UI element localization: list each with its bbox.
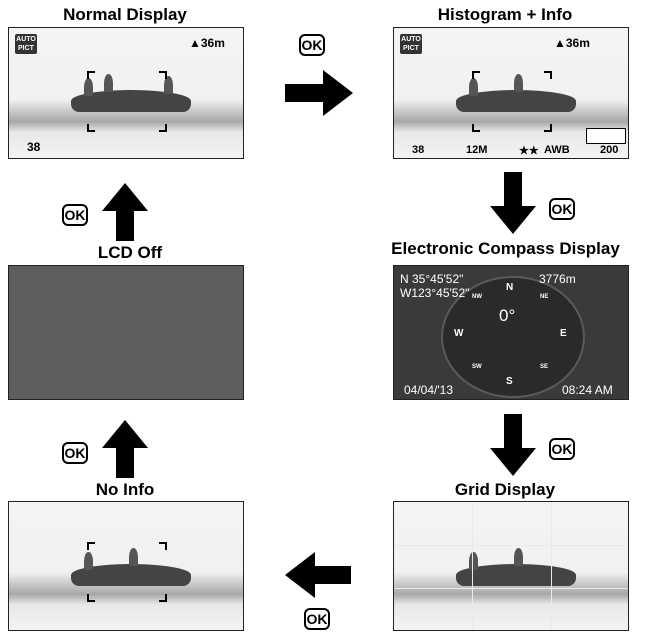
compass-w: W	[454, 328, 464, 339]
focus-corner	[544, 71, 552, 79]
palm-icon	[84, 552, 93, 570]
arrow-up	[102, 420, 148, 478]
palm-icon	[514, 548, 523, 566]
shots-remaining: 38	[412, 144, 425, 156]
panel-no-info	[8, 501, 244, 631]
ok-button[interactable]: OK	[62, 442, 88, 464]
focus-corner	[159, 542, 167, 550]
shots-remaining: 38	[27, 140, 41, 154]
focus-corner	[159, 594, 167, 602]
focus-corner	[472, 124, 480, 132]
compass-s: S	[506, 376, 513, 387]
altitude-readout: ▲36m	[189, 36, 225, 50]
arrow-up	[102, 183, 148, 241]
island-image	[456, 564, 576, 586]
focus-corner	[87, 124, 95, 132]
island-image	[71, 564, 191, 586]
ok-button[interactable]: OK	[299, 34, 325, 56]
arrow-right	[285, 70, 353, 116]
focus-corner	[87, 542, 95, 550]
ok-button[interactable]: OK	[549, 438, 575, 460]
quality-stars: ★★	[519, 145, 539, 157]
island-image	[456, 90, 576, 112]
compass-nw: NW	[472, 294, 482, 300]
title-no-info: No Info	[95, 480, 155, 499]
altitude-readout: ▲36m	[554, 36, 590, 50]
island-image	[71, 90, 191, 112]
ok-button[interactable]: OK	[62, 204, 88, 226]
focus-corner	[472, 71, 480, 79]
palm-icon	[164, 76, 173, 94]
arrow-down	[490, 172, 536, 234]
grid-line	[394, 588, 628, 589]
resolution-label: 12M	[466, 144, 488, 156]
focus-corner	[159, 71, 167, 79]
ok-button[interactable]: OK	[549, 198, 575, 220]
compass-ne: NE	[540, 294, 549, 300]
panel-grid-display	[393, 501, 629, 631]
white-balance-label: AWB	[544, 144, 570, 156]
compass-e: E	[560, 328, 567, 339]
arrow-left	[285, 552, 351, 598]
palm-icon	[104, 74, 113, 92]
bearing-readout: 0°	[499, 306, 516, 325]
compass-se: SE	[540, 364, 549, 370]
latitude-readout: N 35°45'52"	[400, 272, 464, 286]
compass-n: N	[506, 282, 514, 293]
focus-corner	[159, 124, 167, 132]
focus-corner	[87, 594, 95, 602]
title-grid-display: Grid Display	[454, 480, 556, 499]
longitude-readout: W123°45'52"	[400, 286, 470, 300]
palm-icon	[129, 548, 138, 566]
compass-dial	[441, 276, 585, 398]
title-compass-display: Electronic Compass Display	[391, 239, 620, 258]
title-normal-display: Normal Display	[63, 5, 187, 24]
arrow-down	[490, 414, 536, 476]
compass-sw: SW	[472, 364, 482, 370]
panel-lcd-off	[8, 265, 244, 400]
grid-line	[394, 545, 628, 546]
panel-compass-display: N 35°45'52" W123°45'52" 3776m 0° N S W E…	[393, 265, 629, 400]
focus-corner	[544, 124, 552, 132]
iso-value: 200	[600, 144, 619, 156]
compass-altitude: 3776m	[539, 272, 576, 286]
compass-date: 04/04/'13	[404, 383, 454, 397]
palm-icon	[469, 552, 478, 570]
title-histogram-info: Histogram + Info	[437, 5, 573, 24]
palm-icon	[469, 78, 478, 96]
grid-line	[551, 502, 552, 630]
palm-icon	[84, 78, 93, 96]
grid-line	[472, 502, 473, 630]
focus-corner	[87, 71, 95, 79]
histogram-graph	[586, 128, 626, 144]
palm-icon	[514, 74, 523, 92]
title-lcd-off: LCD Off	[97, 243, 163, 262]
ok-button[interactable]: OK	[304, 608, 330, 630]
compass-time: 08:24 AM	[562, 383, 613, 397]
